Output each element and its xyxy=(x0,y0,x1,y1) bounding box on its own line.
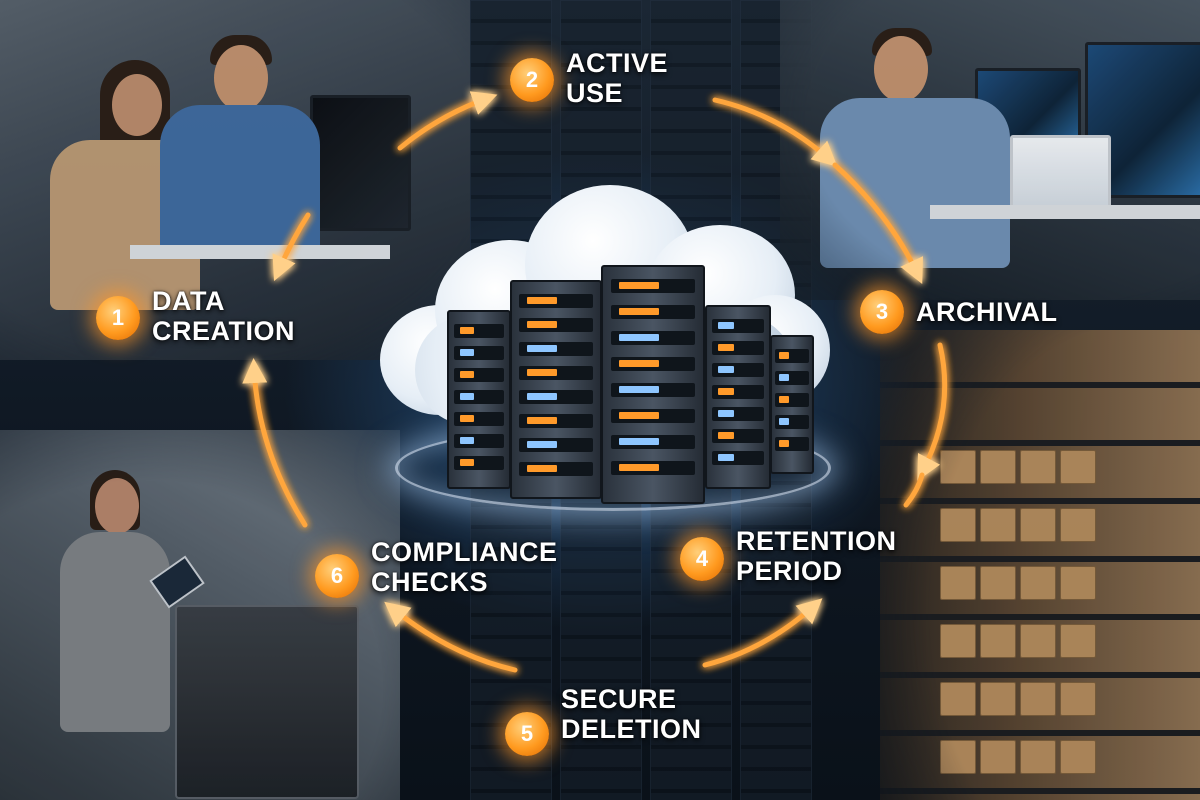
desktop-monitor xyxy=(310,95,411,231)
arrow-active-use-to-archival-end xyxy=(832,162,923,285)
step-label-line2: CREATION xyxy=(152,316,295,346)
laptop xyxy=(1010,135,1111,211)
step-label-line1: ACTIVE xyxy=(566,48,669,78)
arrow-retention-to-deletion xyxy=(702,598,823,668)
arrow-into-creation xyxy=(272,212,311,282)
step-number-badge: 5 xyxy=(505,712,549,756)
step-label-line2: PERIOD xyxy=(736,556,843,586)
archive-boxes xyxy=(940,682,1096,716)
step-label-line2: CHECKS xyxy=(371,567,489,597)
desk xyxy=(130,245,390,259)
desk xyxy=(930,205,1200,219)
step-label-line2: USE xyxy=(566,78,624,108)
step-number-badge: 3 xyxy=(860,290,904,334)
server-rack xyxy=(705,305,771,489)
archive-boxes xyxy=(940,508,1096,542)
cloud-server-graphic xyxy=(375,185,835,505)
step-label-line1: DATA xyxy=(152,286,225,316)
arrow-compliance-to-creation xyxy=(242,358,308,528)
archive-boxes xyxy=(940,566,1096,600)
arrow-deletion-to-compliance xyxy=(384,601,518,673)
man-at-desk xyxy=(160,35,320,255)
server-rack xyxy=(601,265,705,504)
step-retention-period: 4 RETENTION PERIOD xyxy=(680,526,897,586)
archive-boxes xyxy=(940,624,1096,658)
server-rack xyxy=(447,310,511,489)
woman-with-tablet xyxy=(60,470,205,800)
step-label-line2: DELETION xyxy=(561,714,702,744)
office-collaboration-scene xyxy=(0,0,470,360)
archive-boxes xyxy=(940,450,1096,484)
arrow-creation-to-active-use xyxy=(397,91,498,151)
step-label-line1: RETENTION xyxy=(736,526,897,556)
archive-boxes xyxy=(940,740,1096,774)
arrow-active-use-to-archival xyxy=(712,97,838,167)
server-rack xyxy=(770,335,814,474)
archive-warehouse-scene xyxy=(880,330,1200,800)
step-number-badge: 2 xyxy=(510,58,554,102)
workstation-scene xyxy=(780,0,1200,300)
printer-machine xyxy=(175,605,359,799)
arrow-archival-to-retention xyxy=(917,342,948,481)
step-label-line1: SECURE xyxy=(561,684,677,714)
step-label: RETENTION PERIOD xyxy=(736,526,897,586)
step-label-line1: ARCHIVAL xyxy=(916,297,1058,327)
step-number-badge: 4 xyxy=(680,537,724,581)
arrow-archival-tail xyxy=(903,472,925,508)
tablet-user-scene xyxy=(0,430,400,800)
step-label: SECURE DELETION xyxy=(561,684,702,744)
step-number-badge: 6 xyxy=(315,554,359,598)
step-archival: 3 ARCHIVAL xyxy=(860,290,1058,334)
step-label: ARCHIVAL xyxy=(916,297,1058,327)
step-label-line1: COMPLIANCE xyxy=(371,537,558,567)
step-number-badge: 1 xyxy=(96,296,140,340)
step-label: COMPLIANCE CHECKS xyxy=(371,537,558,597)
step-active-use: 2 ACTIVE USE xyxy=(510,48,668,108)
step-label: ACTIVE USE xyxy=(566,48,668,108)
step-secure-deletion: 5 SECURE DELETION xyxy=(505,672,702,756)
step-label: DATA CREATION xyxy=(152,286,295,346)
step-compliance-checks: 6 COMPLIANCE CHECKS xyxy=(315,536,558,598)
step-data-creation: 1 DATA CREATION xyxy=(96,286,295,346)
